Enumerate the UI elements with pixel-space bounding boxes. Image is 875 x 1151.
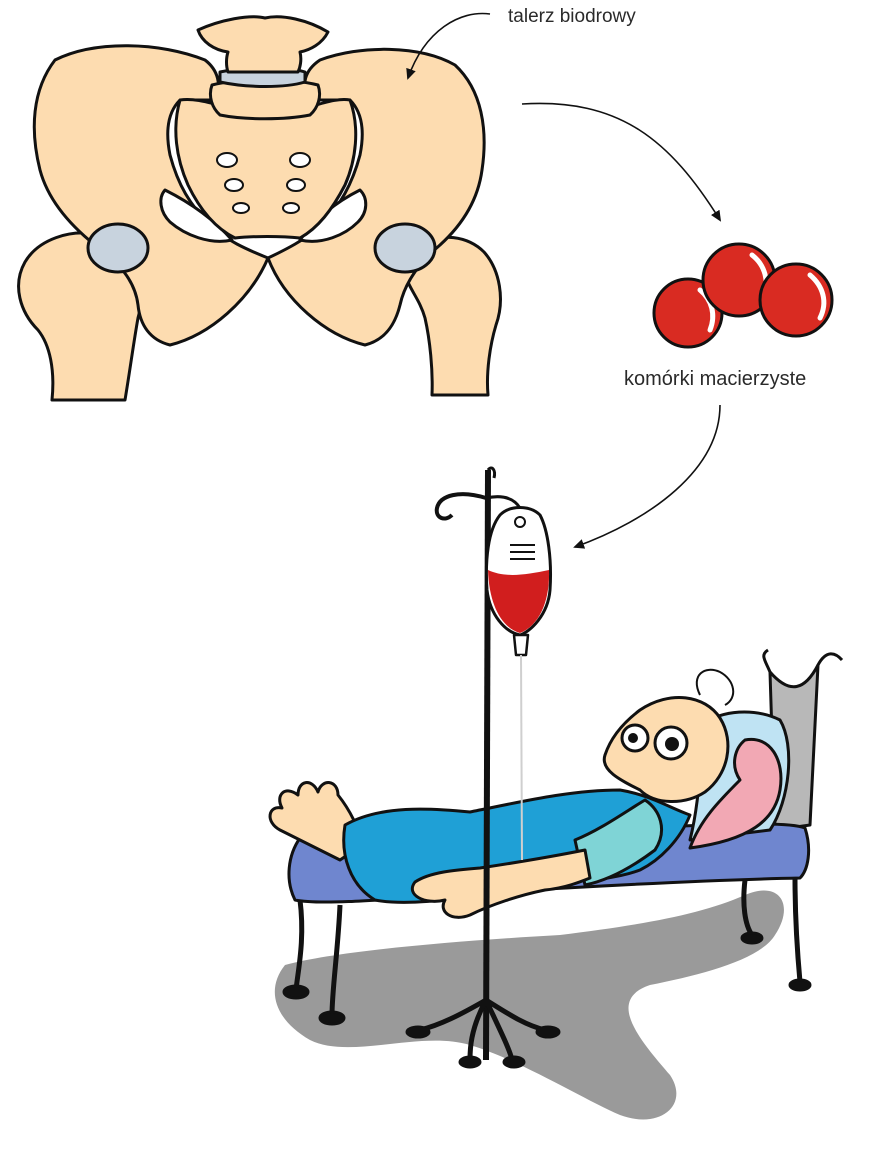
iv-drip-chamber (514, 635, 528, 655)
vertebra-upper (198, 17, 328, 72)
floor-shadow (275, 891, 784, 1120)
iv-bag-blood (488, 570, 549, 633)
iv-hook-right (486, 497, 520, 508)
stem-cell-right (760, 264, 832, 336)
iv-tube (521, 655, 522, 860)
iv-hook-left (437, 494, 486, 518)
stem-cells (654, 244, 832, 347)
bed-leg-head (795, 878, 800, 982)
left-hip-cartilage (88, 224, 148, 272)
right-hip-cartilage (375, 224, 435, 272)
cells-to-iv-arrow (575, 405, 720, 547)
label-stem-cells: komórki macierzyste (624, 368, 806, 391)
pelvis-illustration (19, 17, 501, 400)
pelvis-to-cells-arrow (522, 103, 720, 220)
label-pelvis: talerz biodrowy (508, 6, 636, 28)
